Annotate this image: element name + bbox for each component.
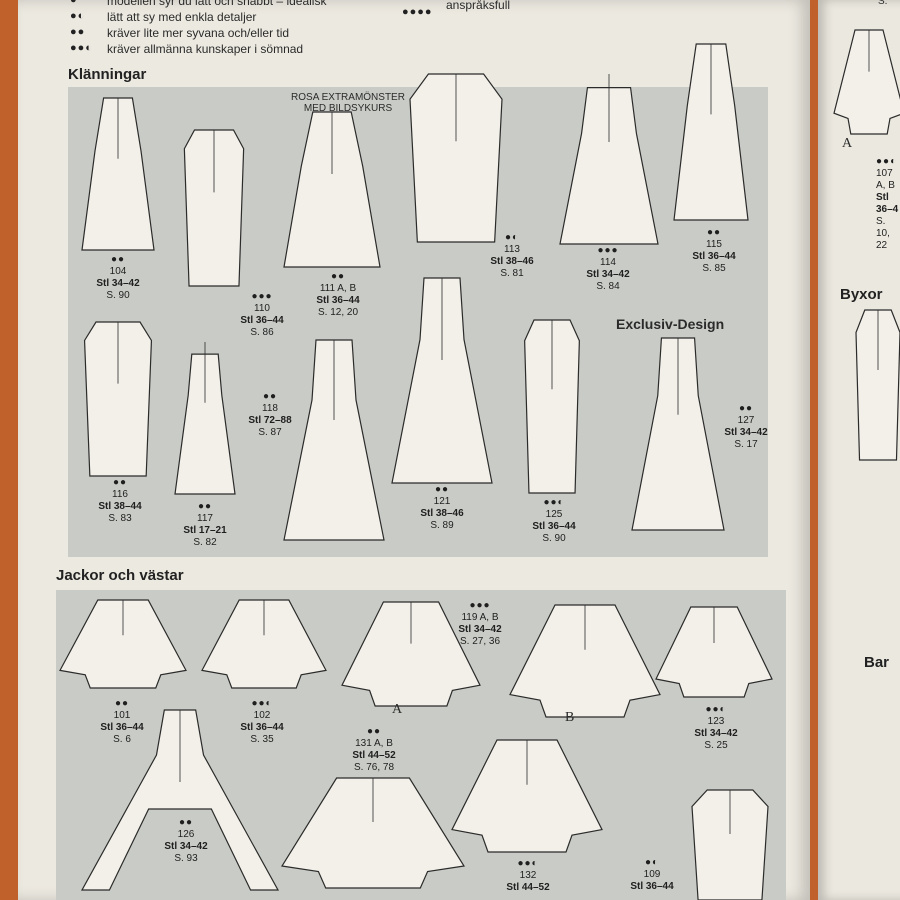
dress-127-drawing — [631, 337, 725, 531]
section-heading-dresses: Klänningar — [68, 66, 147, 83]
exclusiv-design-label: Exclusiv-Design — [616, 316, 725, 332]
legend-text: kräver lite mer syvana och/eller tid — [107, 26, 290, 40]
legend-dots: ●◐ — [70, 10, 86, 22]
section-heading-byxor: Byxor — [840, 286, 883, 303]
legend-dots: ● — [70, 0, 78, 6]
dress-116-drawing — [74, 321, 162, 477]
right-pants-drawing — [855, 309, 900, 461]
right-page-fragment: S. — [878, 0, 888, 7]
right-jacket-107-drawing — [833, 29, 900, 135]
dress-113-drawing — [409, 73, 503, 243]
dress-115-drawing — [673, 43, 749, 221]
section-heading-jackets: Jackor och västar — [56, 567, 184, 584]
legend-text: kräver allmänna kunskaper i sömnad — [107, 42, 304, 56]
jacket-131-drawing — [281, 777, 465, 889]
section-heading-barn: Bar — [864, 654, 890, 671]
dress-117-drawing — [174, 342, 236, 495]
vest-109-drawing — [691, 789, 769, 900]
legend-text: lätt att sy med enkla detaljer — [107, 10, 257, 24]
jacket-101-drawing — [59, 599, 187, 689]
jacket-119b-drawing — [509, 604, 661, 718]
jacket-132-drawing — [451, 739, 603, 853]
jacket-126-drawing — [80, 709, 280, 891]
legend-text: modellen syr du lätt och snabbt – ideali… — [107, 0, 327, 8]
legend-dots: ●●●● — [402, 6, 433, 18]
dress-114-drawing — [559, 74, 659, 245]
legend-text: anspråksfull — [446, 0, 511, 12]
variant-a-label: A — [392, 702, 403, 717]
jacket-102-drawing — [201, 599, 327, 689]
variant-b-label: B — [565, 710, 575, 725]
dress-125-drawing — [516, 319, 588, 494]
promo-caption: ROSA EXTRAMÖNSTER MED BILDSYKURS — [291, 92, 405, 114]
jacket-119a-drawing — [341, 601, 481, 707]
dress-121-drawing — [391, 277, 493, 484]
legend-dots: ●● — [70, 26, 86, 38]
legend-dots: ●●◐ — [70, 42, 93, 54]
dress-111-drawing — [283, 111, 381, 268]
dress-104-drawing — [81, 97, 155, 251]
jacket-123-drawing — [655, 606, 773, 698]
right-variant-a-label: A — [842, 136, 853, 151]
dress-110-drawing — [175, 129, 253, 287]
dress-118-drawing — [283, 339, 385, 541]
